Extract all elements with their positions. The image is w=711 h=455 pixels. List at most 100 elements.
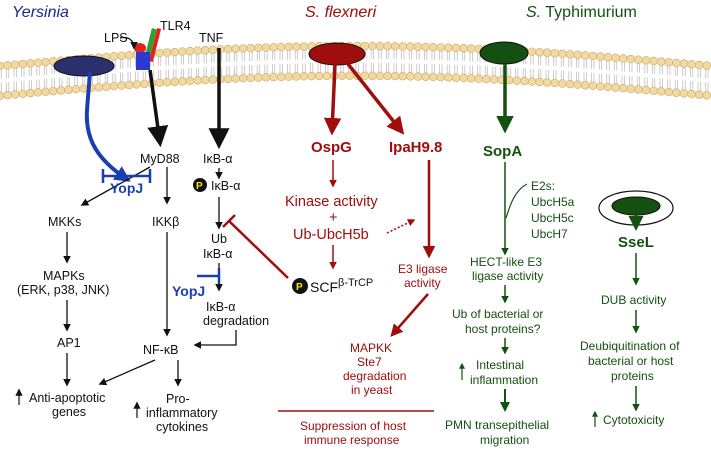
kinase-activity-label: Kinase activity	[285, 194, 378, 210]
lipid-head	[292, 42, 301, 51]
e2s-label-2: UbcH5a	[531, 195, 575, 209]
lps-arrow	[119, 36, 138, 50]
lipid-head	[185, 46, 195, 56]
lipid-head	[573, 50, 582, 60]
lipid-head	[702, 61, 711, 70]
lipid-head	[208, 45, 218, 55]
lipid-head	[413, 72, 423, 81]
lipid-head	[634, 55, 643, 64]
yersinia-effector-oval	[53, 55, 115, 77]
nfkb-label: NF-κB	[143, 343, 178, 357]
lipid-head	[26, 88, 35, 98]
lipid-head	[178, 47, 187, 56]
lps-label: LPS	[104, 31, 128, 45]
scf-inhibit-bar	[222, 214, 236, 228]
pro-inflammatory-label-2: inflammatory	[146, 406, 218, 420]
plus-label: +	[329, 210, 337, 226]
ubch5b-dotted-arrow	[386, 219, 416, 234]
lipid-head	[3, 61, 12, 70]
degradation-to-nfkb	[193, 330, 237, 349]
yopj-label-2: YopJ	[172, 283, 205, 299]
lipid-head	[79, 84, 88, 93]
flexneri-to-ospg	[323, 63, 342, 136]
degradation-label: degradation	[203, 314, 269, 328]
lipid-head	[178, 77, 187, 86]
intestinal-label-2: inflammation	[470, 373, 538, 387]
cytotoxicity-label: Cytotoxicity	[603, 413, 664, 427]
lipid-head	[201, 46, 210, 55]
lipid-head	[277, 42, 286, 52]
lipid-head	[307, 71, 316, 81]
lipid-head	[0, 91, 5, 100]
lipid-head	[672, 58, 681, 68]
lipid-head	[155, 78, 164, 88]
lipid-head	[474, 74, 483, 83]
lipid-head	[421, 72, 430, 81]
mkks-label: MKKs	[48, 215, 81, 229]
lipid-head	[596, 82, 605, 91]
anti-apoptotic-label-2: genes	[52, 405, 86, 419]
lipid-head	[201, 75, 210, 85]
lipid-head	[239, 74, 248, 83]
lipid-head	[269, 43, 278, 52]
ikba-label-2: IκB-α	[211, 179, 240, 193]
lipid-head	[656, 87, 666, 96]
lipid-head	[672, 88, 681, 97]
mapkk-label-2: Ste7	[357, 355, 382, 369]
lipid-head	[299, 72, 309, 81]
lipid-head	[155, 48, 164, 58]
lipid-head	[322, 71, 331, 81]
lipid-head	[482, 74, 491, 84]
lipid-head	[41, 87, 50, 96]
ssel-effector-oval	[611, 196, 661, 216]
lipid-head	[315, 71, 324, 81]
lipid-head	[664, 58, 673, 67]
lipid-head	[26, 59, 35, 68]
lipid-head	[208, 75, 218, 84]
lipid-head	[429, 42, 438, 52]
phospho-p-badge-1	[193, 178, 207, 192]
lipid-head	[269, 72, 278, 82]
lipid-head	[284, 72, 293, 81]
lipid-head	[603, 53, 613, 62]
lipid-head	[512, 76, 521, 85]
lipid-head	[702, 91, 711, 100]
header-s-flexneri: S. flexneri	[305, 4, 377, 21]
hect-label-2: ligase activity	[472, 269, 543, 283]
lipid-head	[687, 89, 696, 99]
lipid-head	[109, 52, 119, 61]
ssel-label: SseL	[618, 234, 654, 251]
header-yersinia: Yersinia	[12, 4, 69, 21]
lipid-head	[117, 81, 126, 90]
myd88-label: MyD88	[140, 152, 180, 166]
lipid-head	[71, 85, 81, 94]
lipid-head	[3, 90, 12, 100]
lipid-head	[140, 79, 149, 89]
mapkk-label-4: in yeast	[351, 383, 393, 397]
tlr4-red-ball	[134, 43, 146, 53]
lipid-head	[193, 46, 202, 55]
lipid-head	[550, 78, 559, 88]
lipid-head	[170, 77, 180, 87]
lipid-head	[406, 42, 415, 51]
lipid-head	[626, 54, 635, 64]
pmn-label-2: migration	[480, 433, 529, 447]
lipid-head	[558, 49, 567, 58]
lipid-head	[687, 60, 696, 69]
lipid-head	[261, 73, 271, 82]
lipid-head	[292, 72, 301, 81]
pmn-label-1: PMN transepithelial	[445, 418, 549, 432]
yopj-label-1: YopJ	[110, 180, 143, 196]
yersinia-injection-arrow	[84, 71, 131, 182]
e3-ligase-label-2: activity	[404, 276, 441, 290]
ap1-label: AP1	[57, 336, 81, 350]
lipid-head	[656, 57, 666, 66]
lipid-head	[391, 71, 400, 81]
lipid-head	[375, 71, 385, 81]
lipid-head	[284, 42, 293, 52]
lipid-head	[41, 57, 50, 67]
lipid-head	[413, 42, 423, 51]
lipid-head	[467, 74, 476, 83]
lipid-head	[368, 41, 377, 51]
